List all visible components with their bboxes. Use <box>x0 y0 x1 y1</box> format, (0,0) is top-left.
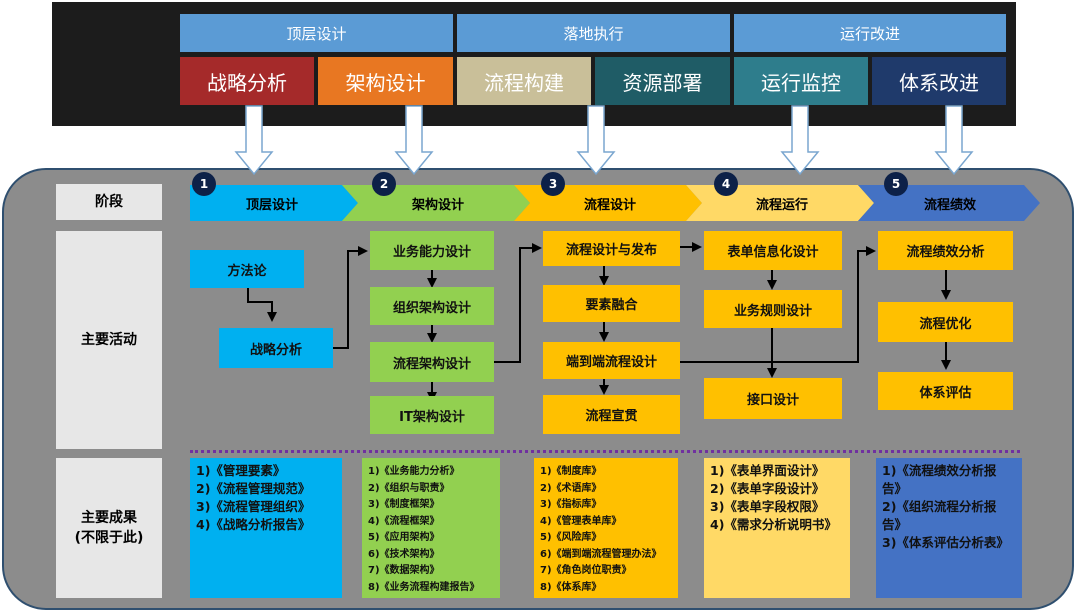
stage-number-2: 2 <box>372 172 396 196</box>
output-item: 1)《管理要素》 <box>196 463 286 478</box>
activity-interface-design: 接口设计 <box>704 378 842 419</box>
activity-it-architecture: IT架构设计 <box>370 396 494 434</box>
output-item: 2)《术语库》 <box>540 482 602 494</box>
output-item: 2)《表单字段设计》 <box>710 481 825 496</box>
output-item: 8)《体系库》 <box>540 581 602 593</box>
outputs-stage-4: 1)《表单界面设计》 2)《表单字段设计》 3)《表单字段权限》 4)《需求分析… <box>704 458 850 598</box>
output-item: 2)《组织流程分析报 <box>882 499 997 514</box>
activity-process-design-publish: 流程设计与发布 <box>543 231 680 266</box>
phase-header-improvement: 运行改进 <box>734 14 1006 52</box>
output-item: 3)《体系评估分析表》 <box>882 535 1009 550</box>
output-item: 7)《数据架构》 <box>368 565 440 576</box>
sub-header-process-build: 流程构建 <box>457 57 591 105</box>
stage-name-2: 架构设计 <box>411 197 464 213</box>
section-divider <box>190 450 1020 453</box>
sub-header-system-improve: 体系改进 <box>872 57 1006 105</box>
output-item: 3)《指标库》 <box>540 499 602 510</box>
phase-header-execution: 落地执行 <box>457 14 730 52</box>
outputs-stage-2: 1)《业务能力分析》 2)《组织与职责》 3)《制度框架》 4)《流程框架》 5… <box>362 458 500 598</box>
output-item: 4)《战略分析报告》 <box>196 517 311 532</box>
sub-header-run-monitor: 运行监控 <box>734 57 868 105</box>
stage-number-5: 5 <box>884 172 908 196</box>
stage-name-1: 顶层设计 <box>245 197 298 213</box>
down-arrow-5 <box>934 105 974 176</box>
output-item: 1)《表单界面设计》 <box>710 463 825 478</box>
row-label-outputs-line2: (不限于此) <box>74 530 144 546</box>
row-label-outputs: 主要成果 (不限于此) <box>56 458 162 598</box>
outputs-stage-5: 1)《流程绩效分析报 告》 2)《组织流程分析报 告》 3)《体系评估分析表》 <box>876 458 1022 598</box>
activity-business-capability: 业务能力设计 <box>370 231 494 270</box>
output-item: 8)《业务流程构建报告》 <box>368 581 480 593</box>
down-arrow-1 <box>234 105 274 176</box>
stage-number-1: 1 <box>192 172 216 196</box>
sub-header-strategy: 战略分析 <box>180 57 314 105</box>
output-item: 6)《端到端流程管理办法》 <box>540 548 662 560</box>
stage-name-4: 流程运行 <box>755 197 808 213</box>
output-item: 1)《业务能力分析》 <box>368 466 460 477</box>
activity-process-architecture: 流程架构设计 <box>370 342 494 382</box>
activity-element-fusion: 要素融合 <box>543 285 680 322</box>
stage-number-4: 4 <box>714 172 738 196</box>
activity-strategy-analysis: 战略分析 <box>219 328 333 368</box>
connector-strategy-to-capability <box>333 246 368 349</box>
outputs-stage-1: 1)《管理要素》 2)《流程管理规范》 3)《流程管理组织》 4)《战略分析报告… <box>190 458 342 598</box>
output-item: 6)《技术架构》 <box>368 548 440 560</box>
output-item: 4)《流程框架》 <box>368 515 440 527</box>
sub-header-architecture: 架构设计 <box>318 57 453 105</box>
outputs-stage-3: 1)《制度库》 2)《术语库》 3)《指标库》 4)《管理表单库》 5)《风险库… <box>534 458 678 598</box>
activity-process-promotion: 流程宣贯 <box>543 395 680 434</box>
stage-chevron-3 <box>514 185 702 221</box>
activity-org-architecture: 组织架构设计 <box>370 287 494 325</box>
connector-e2e-to-perf <box>680 246 876 363</box>
phase-header-top-design: 顶层设计 <box>180 14 453 52</box>
output-item: 3)《制度框架》 <box>368 499 440 510</box>
stage-chevron-5 <box>858 185 1040 221</box>
output-item: 4)《管理表单库》 <box>540 515 622 527</box>
output-item: 1)《流程绩效分析报 <box>882 463 997 478</box>
row-label-activities: 主要活动 <box>56 231 162 449</box>
activity-process-optimization: 流程优化 <box>878 302 1013 342</box>
activity-system-evaluation: 体系评估 <box>878 372 1013 410</box>
row-label-outputs-line1: 主要成果 <box>81 510 137 526</box>
output-item: 告》 <box>882 517 908 532</box>
stage-number-3: 3 <box>541 172 565 196</box>
output-item: 2)《组织与职责》 <box>368 482 450 494</box>
stage-chevron-4 <box>686 185 874 221</box>
stage-name-5: 流程绩效 <box>923 197 976 213</box>
activity-performance-analysis: 流程绩效分析 <box>878 231 1013 270</box>
connector-method-to-strategy <box>247 288 277 322</box>
down-arrow-4 <box>780 105 820 176</box>
activity-methodology: 方法论 <box>190 250 304 288</box>
output-item: 1)《制度库》 <box>540 466 602 477</box>
down-arrow-2 <box>394 105 434 176</box>
activity-business-rules: 业务规则设计 <box>704 290 842 328</box>
activity-form-digitization: 表单信息化设计 <box>704 231 842 270</box>
row-label-stage: 阶段 <box>56 184 162 220</box>
connector-arch-to-process <box>494 243 542 363</box>
output-item: 告》 <box>882 481 908 496</box>
activity-e2e-process-design: 端到端流程设计 <box>543 342 680 379</box>
down-arrow-3 <box>576 105 616 176</box>
output-item: 3)《流程管理组织》 <box>196 499 311 514</box>
output-item: 3)《表单字段权限》 <box>710 499 825 514</box>
stage-chevron-1 <box>190 185 358 221</box>
sub-header-resource-deploy: 资源部署 <box>595 57 730 105</box>
output-item: 2)《流程管理规范》 <box>196 481 311 496</box>
output-item: 5)《风险库》 <box>540 532 602 543</box>
output-item: 7)《角色岗位职责》 <box>540 565 632 576</box>
stage-name-3: 流程设计 <box>583 197 636 213</box>
output-item: 4)《需求分析说明书》 <box>710 517 837 532</box>
output-item: 5)《应用架构》 <box>368 532 440 543</box>
